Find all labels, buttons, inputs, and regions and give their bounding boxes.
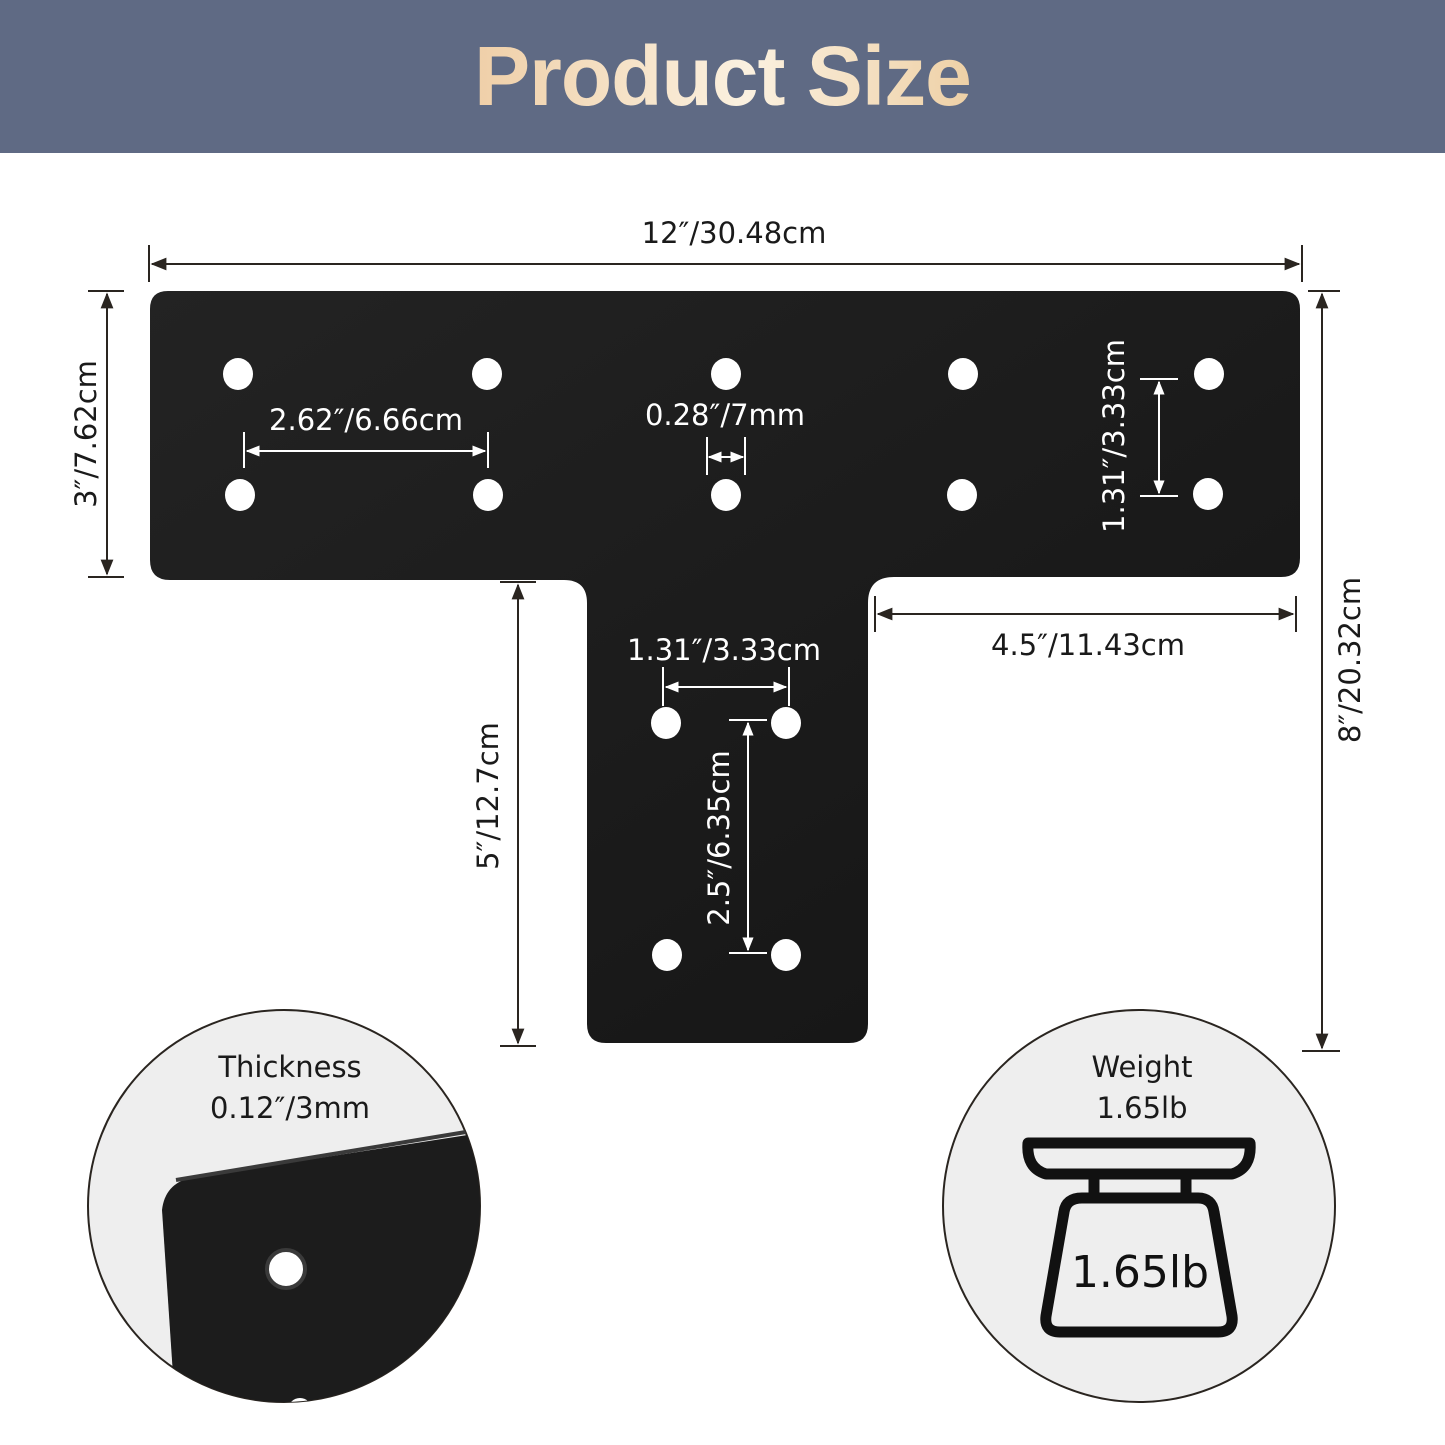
overall-width-label: 12″/30.48cm <box>642 216 827 250</box>
plate-closeup <box>162 1130 480 1402</box>
top-arm-height-label: 3″/7.62cm <box>69 360 103 508</box>
overall-height-label: 8″/20.32cm <box>1333 577 1367 743</box>
stem-hole-vertical-spacing-label: 2.5″/6.35cm <box>702 750 736 926</box>
top-hole-horizontal-spacing-label: 2.62″/6.66cm <box>269 403 463 437</box>
page-title: Product Size <box>474 29 972 123</box>
weight-callout: Weight 1.65lb 1.65lb <box>942 1009 1336 1403</box>
arm-extension-label: 4.5″/11.43cm <box>991 628 1185 662</box>
t-bracket-plate <box>150 291 1300 1043</box>
stem-hole-horizontal-spacing-label: 1.31″/3.33cm <box>627 633 821 667</box>
thickness-callout: Thickness 0.12″/3mm <box>87 1009 481 1403</box>
stem-length-label: 5″/12.7cm <box>471 722 505 870</box>
weight-value: 1.65lb <box>1096 1091 1187 1125</box>
scale-label: 1.65lb <box>1071 1247 1209 1298</box>
header-banner: Product Size <box>0 0 1445 153</box>
thickness-title: Thickness <box>217 1050 361 1084</box>
scale-icon <box>1022 1137 1256 1338</box>
hole-diameter-label: 0.28″/7mm <box>645 398 805 432</box>
mounting-holes <box>223 358 1224 971</box>
thickness-value: 0.12″/3mm <box>210 1091 370 1125</box>
top-hole-vertical-spacing-label: 1.31″/3.33cm <box>1097 339 1131 533</box>
weight-title: Weight <box>1091 1050 1192 1084</box>
